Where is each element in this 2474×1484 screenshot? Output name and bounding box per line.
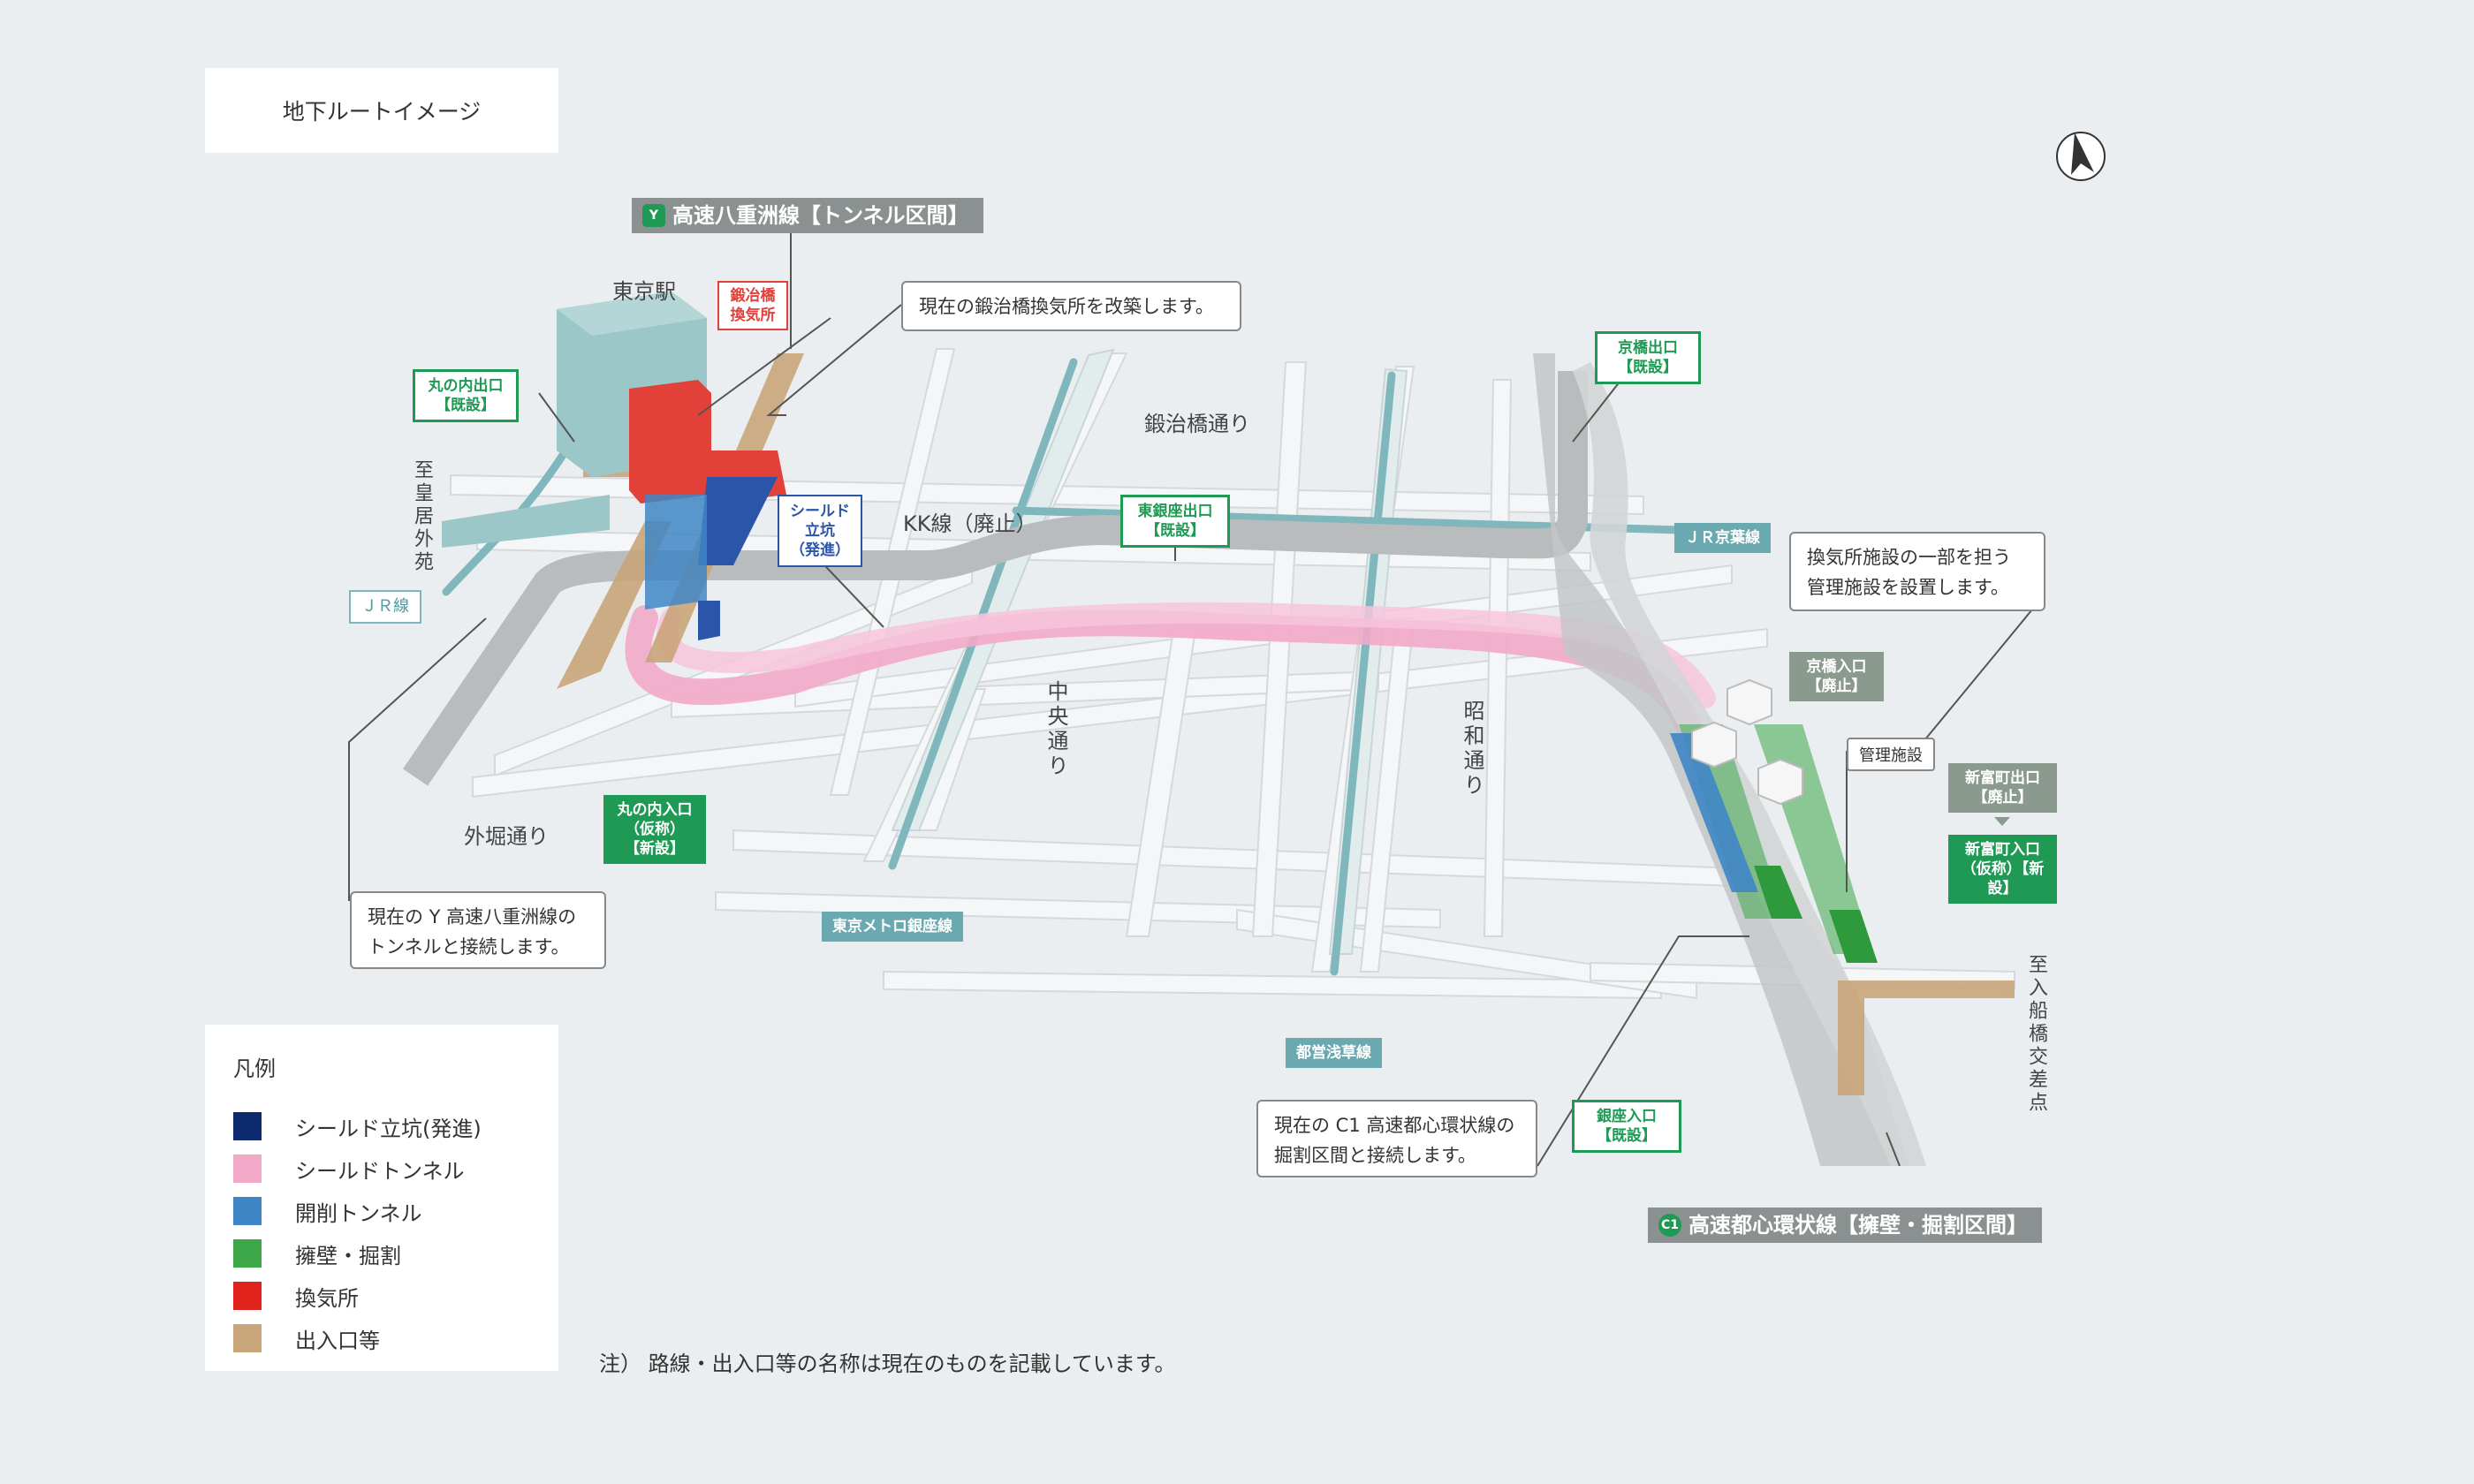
ginza-entrance-label: 銀座入口 【既設】 — [1572, 1100, 1681, 1153]
legend-label: 換気所 — [295, 1285, 359, 1311]
legend-item: シールド立坑(発進) — [233, 1105, 530, 1147]
c1-route-icon: C1 — [1658, 1214, 1681, 1237]
sotobori-dori-label: 外堀通り — [464, 824, 549, 849]
kyobashi-entrance-label: 京橋入口 【廃止】 — [1789, 652, 1884, 701]
legend-swatch — [233, 1324, 262, 1352]
leader-lines — [348, 228, 2033, 1167]
route-label-c1: C1 高速都心環状線【擁壁・掘割区間】 — [1648, 1208, 2042, 1243]
legend-swatch — [233, 1239, 262, 1268]
chuo-dori-label: 中央通り — [1043, 680, 1068, 779]
legend-item: 擁壁・掘割 — [233, 1232, 530, 1275]
footnote: 注） 路線・出入口等の名称は現在のものを記載しています。 — [599, 1352, 1176, 1376]
kk-line — [402, 353, 1926, 1166]
kajibashi-vent-label: 鍛冶橋 換気所 — [717, 281, 788, 330]
jr-line-label: ＪＲ線 — [349, 590, 421, 624]
vent-and-shaft — [442, 292, 786, 640]
toei-asakusa-label: 都営浅草線 — [1286, 1038, 1382, 1068]
jr-keiyo-label: ＪＲ京葉線 — [1674, 523, 1771, 553]
route-label-yaesu: Y 高速八重洲線【トンネル区間】 — [632, 198, 983, 233]
legend-title: 凡例 — [233, 1056, 276, 1081]
route-c1-text: 高速都心環状線【擁壁・掘割区間】 — [1689, 1213, 2028, 1238]
legend-item: シールドトンネル — [233, 1147, 530, 1190]
yaesu-route-icon: Y — [642, 204, 665, 227]
map-title: 地下ルートイメージ — [205, 68, 558, 153]
higashiginza-exit-label: 東銀座出口 【既設】 — [1120, 495, 1230, 548]
shintomicho-entrance-label: 新富町入口 （仮称）【新設】 — [1948, 835, 2057, 904]
route-yaesu-text: 高速八重洲線【トンネル区間】 — [672, 203, 969, 228]
legend-label: 開削トンネル — [295, 1200, 422, 1226]
marunouchi-exit-label: 丸の内出口 【既設】 — [413, 369, 519, 422]
legend-label: シールド立坑(発進) — [295, 1116, 482, 1141]
metro-ginza-label: 東京メトロ銀座線 — [822, 912, 963, 942]
management-facility-label: 管理施設 — [1847, 738, 1935, 771]
legend-swatch — [233, 1155, 262, 1183]
north-arrow-icon — [2056, 132, 2106, 181]
callout-c1-connect: 現在の C1 高速都心環状線の 掘割区間と接続します。 — [1256, 1100, 1537, 1177]
to-kokyo-label: 至皇居外苑 — [411, 459, 433, 574]
marunouchi-entrance-label: 丸の内入口 （仮称） 【新設】 — [603, 795, 706, 864]
to-irifune-label: 至入船橋交差点 — [2025, 954, 2047, 1115]
legend-label: 擁壁・掘割 — [295, 1243, 401, 1268]
management-cubes — [1691, 678, 1803, 806]
shintomicho-exit-label: 新富町出口 【廃止】 — [1948, 763, 2057, 813]
legend-swatch — [233, 1112, 262, 1140]
kyobashi-exit-label: 京橋出口 【既設】 — [1595, 331, 1701, 384]
showa-dori-label: 昭和通り — [1460, 700, 1484, 799]
legend-item: 換気所 — [233, 1275, 530, 1317]
legend-item: 出入口等 — [233, 1317, 530, 1359]
legend: 凡例 シールド立坑(発進) シールドトンネル 開削トンネル 擁壁・掘割 換気所 … — [205, 1025, 558, 1371]
callout-management: 換気所施設の一部を担う 管理施設を設置します。 — [1789, 532, 2045, 611]
kajibashi-dori-label: 鍛治橋通り — [1144, 412, 1250, 436]
callout-kajibashi-vent: 現在の鍛治橋換気所を改築します。 — [901, 281, 1241, 331]
tokyo-station-label: 東京駅 — [612, 279, 676, 304]
legend-label: シールドトンネル — [295, 1158, 465, 1184]
kk-line-label: KK線（廃止） — [903, 511, 1037, 536]
legend-label: 出入口等 — [295, 1328, 380, 1353]
legend-swatch — [233, 1282, 262, 1310]
callout-yaesu-connect: 現在の Y 高速八重洲線の トンネルと接続します。 — [350, 891, 606, 969]
legend-swatch — [233, 1197, 262, 1225]
legend-item: 開削トンネル — [233, 1190, 530, 1232]
down-arrow-icon — [1994, 817, 2010, 826]
shield-shaft-label: シールド 立坑 （発進） — [778, 495, 862, 567]
